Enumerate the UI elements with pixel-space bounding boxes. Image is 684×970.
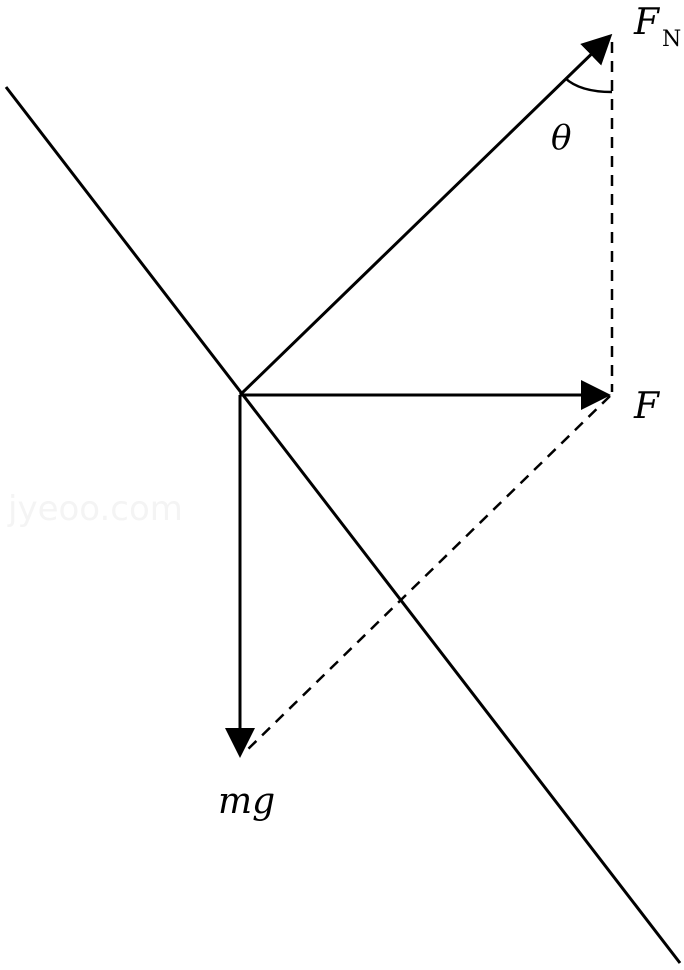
angle-arc bbox=[564, 77, 613, 94]
watermark: jyeoo.com bbox=[7, 489, 183, 529]
incline-line bbox=[4, 86, 682, 964]
angle-label: θ bbox=[551, 118, 571, 158]
weight-label: mg bbox=[218, 781, 275, 822]
dashed-diagonal-line bbox=[243, 395, 611, 754]
normal-force-subscript: N bbox=[662, 27, 681, 52]
normal-force-arrow bbox=[238, 33, 613, 397]
resultant-force-label: F bbox=[633, 386, 661, 427]
normal-force-symbol: F bbox=[633, 2, 661, 43]
